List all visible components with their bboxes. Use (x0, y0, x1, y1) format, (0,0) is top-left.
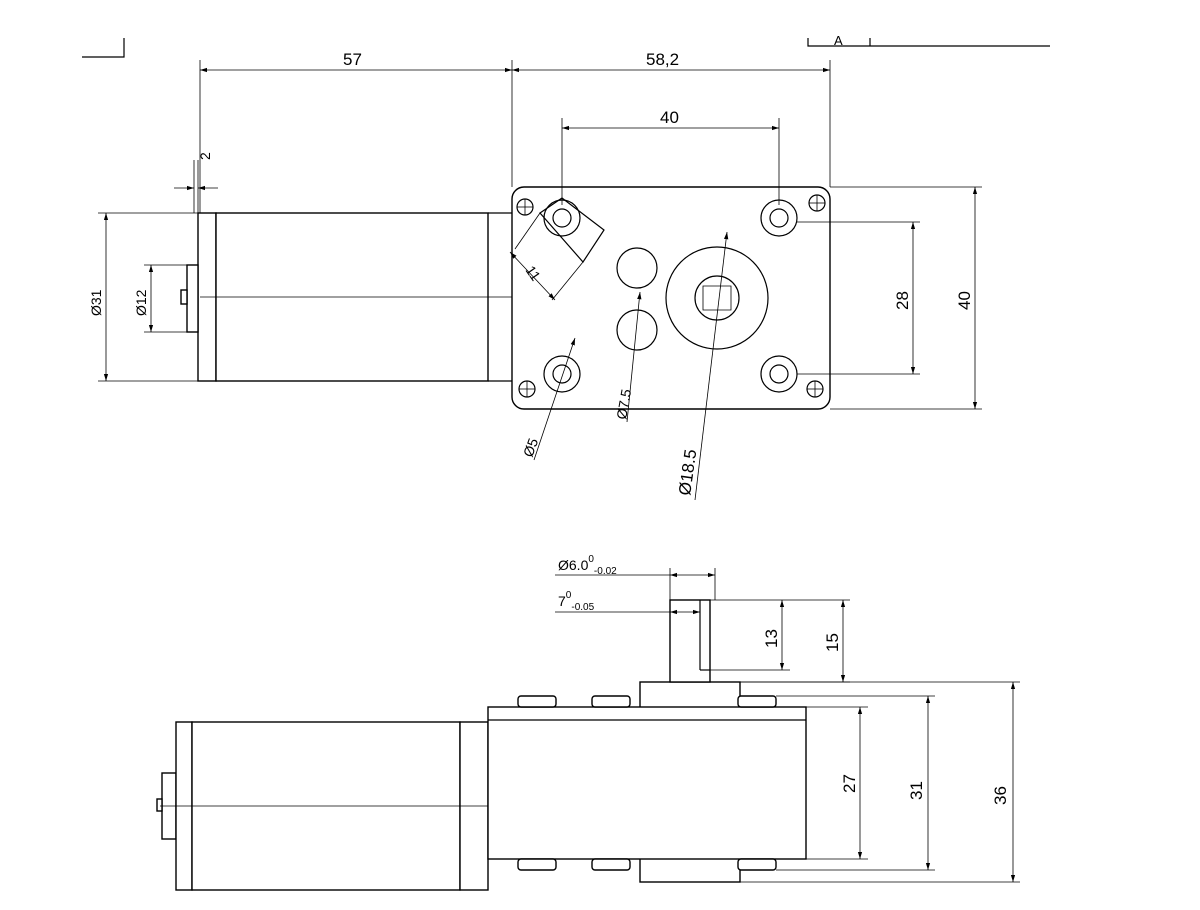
mount-hole (543, 355, 581, 393)
section-letter: A (834, 33, 843, 48)
dim-total-width: 36 (991, 786, 1010, 805)
screw-head (517, 695, 557, 708)
screw-head (737, 858, 777, 871)
side-view-dimensions: Ø6.00-0.02 70-0.05 13 15 27 31 36 (555, 554, 1020, 883)
dim-shaft-flat-length: 13 (762, 629, 781, 648)
dim-hole-spacing-vertical: 28 (893, 291, 912, 310)
top-view-dimensions: 57 58,2 40 28 40 Ø31 Ø12 2 (88, 50, 982, 501)
dim-shaft-flat: 70-0.05 (558, 590, 595, 613)
dim-shaft-length: 15 (823, 633, 842, 652)
dim-shaft-diameter: Ø6.00-0.02 (558, 554, 617, 577)
screw-head (517, 858, 557, 871)
dim-mount-hole-diameter: Ø5 (520, 436, 541, 459)
dim-gearbox-width: 27 (840, 774, 859, 793)
dim-gearbox-height: 40 (955, 291, 974, 310)
side-gearbox (487, 706, 807, 860)
corner-screw (518, 380, 536, 398)
corner-marks: A (82, 33, 1050, 58)
side-view (156, 599, 807, 891)
small-hole (616, 309, 658, 351)
dim-small-hole-diameter: Ø7.5 (613, 388, 634, 421)
dim-flange-thickness: 2 (197, 152, 213, 160)
small-hole (616, 247, 658, 289)
output-boss (665, 246, 769, 350)
dim-motor-diameter: Ø31 (88, 289, 104, 316)
top-view (180, 186, 831, 410)
dim-boss-diameter: Ø12 (133, 289, 149, 316)
dim-gearbox-length: 58,2 (646, 50, 679, 69)
dim-motor-length: 57 (343, 50, 362, 69)
corner-screw (516, 198, 534, 216)
screw-head (737, 695, 777, 708)
corner-screw (806, 380, 824, 398)
slot-tab (539, 197, 605, 263)
screw-head (591, 695, 631, 708)
screw-head (591, 858, 631, 871)
dim-hole-spacing-horizontal: 40 (660, 108, 679, 127)
output-shaft-hole (694, 275, 740, 321)
dim-boss-width: 31 (907, 781, 926, 800)
corner-screw (808, 194, 826, 212)
rear-boss (186, 264, 199, 333)
gearbox-plate (511, 186, 831, 410)
rear-shaft-stub (180, 289, 188, 305)
